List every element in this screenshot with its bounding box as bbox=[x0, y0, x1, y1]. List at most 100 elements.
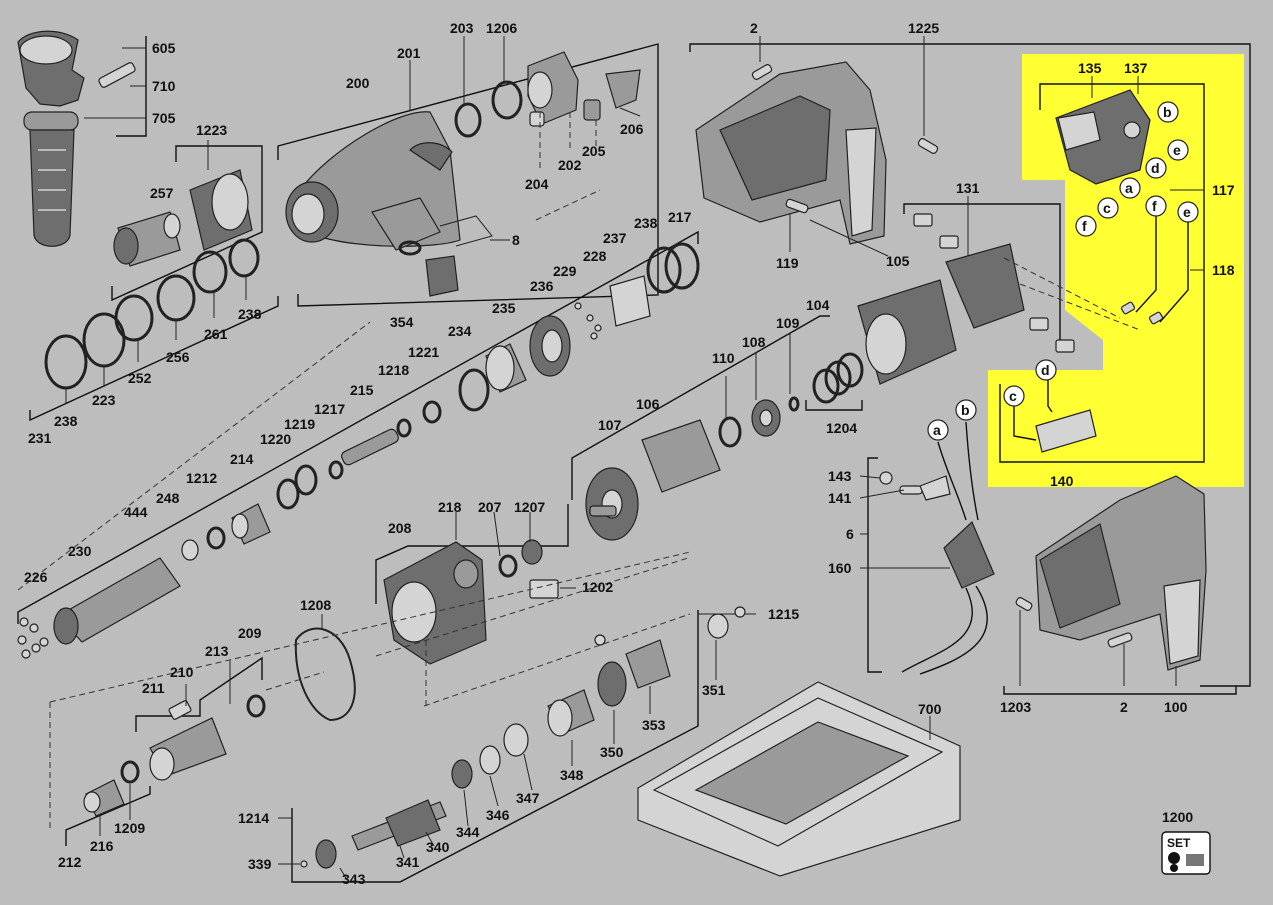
switch-assembly-highlight bbox=[988, 54, 1244, 487]
side-handle-group bbox=[17, 30, 147, 247]
callout-353: 353 bbox=[642, 717, 666, 733]
callout-710: 710 bbox=[152, 78, 176, 94]
wire-letter-e-wire: e bbox=[1183, 204, 1191, 220]
callout-119: 119 bbox=[776, 255, 799, 271]
callout-1225: 1225 bbox=[908, 20, 939, 36]
callout-105: 105 bbox=[886, 253, 910, 269]
switch-assembly-group bbox=[999, 76, 1205, 463]
ring-series-231 bbox=[29, 238, 279, 422]
callout-229: 229 bbox=[553, 263, 577, 279]
callout-1208: 1208 bbox=[300, 597, 331, 613]
callout-208: 208 bbox=[388, 520, 412, 536]
callout-204: 204 bbox=[525, 176, 549, 192]
callout-228: 228 bbox=[583, 248, 607, 264]
callout-444: 444 bbox=[124, 504, 148, 520]
callout-217: 217 bbox=[668, 209, 692, 225]
motor-housing-group bbox=[689, 36, 1251, 687]
callout-107: 107 bbox=[598, 417, 622, 433]
spindle-group bbox=[17, 230, 700, 659]
wire-letter-b-cable: b bbox=[961, 402, 970, 418]
wire-letter-b-top: b bbox=[1163, 104, 1172, 120]
callout-261: 261 bbox=[204, 326, 228, 342]
callout-1204: 1204 bbox=[826, 420, 857, 436]
callout-201: 201 bbox=[397, 45, 421, 61]
callout-235: 235 bbox=[492, 300, 516, 316]
callout-1215: 1215 bbox=[768, 606, 799, 622]
callout-205: 205 bbox=[582, 143, 606, 159]
callout-347: 347 bbox=[516, 790, 540, 806]
callout-238-ring: 238 bbox=[634, 215, 658, 231]
callout-108: 108 bbox=[742, 334, 766, 350]
wire-letter-f-wire: f bbox=[1152, 198, 1157, 214]
callout-203: 203 bbox=[450, 20, 474, 36]
callout-212: 212 bbox=[58, 854, 82, 870]
callout-1203: 1203 bbox=[1000, 699, 1031, 715]
callout-700: 700 bbox=[918, 701, 942, 717]
callout-1220: 1220 bbox=[260, 431, 291, 447]
gear-housing-group bbox=[277, 36, 659, 307]
callout-141: 141 bbox=[828, 490, 852, 506]
callout-231: 231 bbox=[28, 430, 52, 446]
callout-215: 215 bbox=[350, 382, 374, 398]
callout-605: 605 bbox=[152, 40, 176, 56]
callout-348: 348 bbox=[560, 767, 584, 783]
carry-case-group bbox=[637, 681, 961, 877]
callout-202: 202 bbox=[558, 157, 582, 173]
wire-letter-a-top: a bbox=[1125, 180, 1133, 196]
callout-210: 210 bbox=[170, 664, 194, 680]
callout-1223: 1223 bbox=[196, 122, 227, 138]
callout-1202: 1202 bbox=[582, 579, 613, 595]
callout-237: 237 bbox=[603, 230, 627, 246]
callout-238-upper: 238 bbox=[238, 306, 262, 322]
callout-341: 341 bbox=[396, 854, 420, 870]
hammer-mechanism-group bbox=[49, 551, 691, 846]
bearing-holder-group bbox=[375, 504, 691, 707]
armature-group bbox=[571, 279, 957, 541]
callout-218: 218 bbox=[438, 499, 462, 515]
callout-1219: 1219 bbox=[284, 416, 315, 432]
callout-216: 216 bbox=[90, 838, 114, 854]
chuck-group bbox=[111, 140, 263, 302]
callout-234: 234 bbox=[448, 323, 472, 339]
callout-2-bottom: 2 bbox=[1120, 699, 1128, 715]
wire-letter-e-top: e bbox=[1173, 142, 1181, 158]
cable-group bbox=[859, 421, 995, 675]
callout-131: 131 bbox=[956, 180, 980, 196]
callout-236: 236 bbox=[530, 278, 554, 294]
callout-346: 346 bbox=[486, 807, 510, 823]
callout-257: 257 bbox=[150, 185, 174, 201]
callout-256: 256 bbox=[166, 349, 190, 365]
callout-207: 207 bbox=[478, 499, 502, 515]
callout-109: 109 bbox=[776, 315, 800, 331]
callout-110: 110 bbox=[712, 350, 735, 366]
callout-1200: 1200 bbox=[1162, 809, 1193, 825]
callout-117: 117 bbox=[1212, 182, 1235, 198]
wire-letters bbox=[927, 101, 1199, 441]
callout-135: 135 bbox=[1078, 60, 1102, 76]
callout-160: 160 bbox=[828, 560, 852, 576]
set-icon bbox=[1161, 831, 1211, 875]
callout-106: 106 bbox=[636, 396, 660, 412]
callout-252: 252 bbox=[128, 370, 152, 386]
callout-143: 143 bbox=[828, 468, 852, 484]
callout-6: 6 bbox=[846, 526, 854, 542]
gasket-group bbox=[294, 614, 356, 722]
tool-body-group bbox=[1003, 475, 1237, 695]
callout-8: 8 bbox=[512, 232, 520, 248]
callout-206: 206 bbox=[620, 121, 644, 137]
callout-1207: 1207 bbox=[514, 499, 545, 515]
set-badge-label: SET bbox=[1167, 836, 1191, 850]
wire-letter-f-top: f bbox=[1082, 218, 1087, 234]
brush-holder-group bbox=[903, 196, 1141, 353]
callout-1212: 1212 bbox=[186, 470, 217, 486]
callout-1217: 1217 bbox=[314, 401, 345, 417]
callout-354: 354 bbox=[390, 314, 414, 330]
callout-140: 140 bbox=[1050, 473, 1074, 489]
callout-248: 248 bbox=[156, 490, 180, 506]
callout-118: 118 bbox=[1212, 262, 1235, 278]
wire-letter-a-cable: a bbox=[933, 422, 941, 438]
callout-1214: 1214 bbox=[238, 810, 269, 826]
wire-letter-d-top: d bbox=[1151, 160, 1160, 176]
callout-238-lower: 238 bbox=[54, 413, 78, 429]
